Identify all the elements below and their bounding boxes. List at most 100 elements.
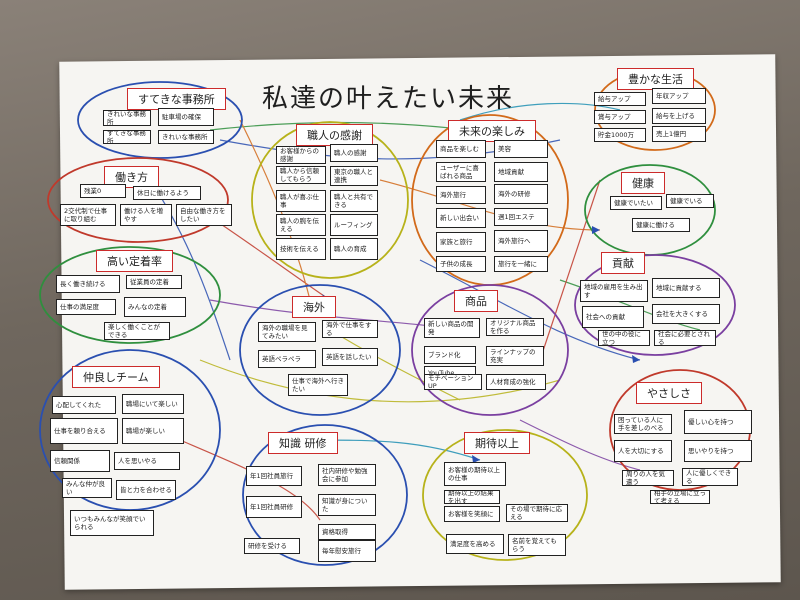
theme-label: 海外 — [292, 296, 336, 318]
sticky-note: 皆と力を合わせる — [116, 480, 176, 500]
sticky-note: 信頼関係 — [50, 450, 110, 472]
sticky-note: 美容 — [494, 140, 548, 158]
theme-label: すてきな事務所 — [127, 88, 226, 110]
theme-label: 貢献 — [601, 252, 645, 274]
theme-label: 未来の楽しみ — [448, 120, 536, 142]
sticky-note: 資格取得 — [318, 524, 376, 540]
sticky-note: 研修を受ける — [244, 538, 300, 554]
sticky-note: 地域の雇用を生み出す — [580, 280, 648, 302]
sticky-note: 貯金1000万 — [594, 128, 646, 142]
sticky-note: 年1回社員旅行 — [246, 466, 302, 486]
sticky-note: 賞与アップ — [594, 110, 646, 124]
sticky-note: 海外で仕事をする — [322, 320, 378, 338]
sticky-note: 思いやりを持つ — [684, 440, 752, 462]
sticky-note: 職人の腕を伝える — [276, 214, 326, 236]
sticky-note: 年収アップ — [652, 88, 706, 104]
sticky-note: 職場にいて楽しい — [122, 394, 184, 414]
sticky-note: 満足度を高める — [446, 534, 504, 554]
sticky-note: 会社を大きくする — [652, 304, 720, 324]
sticky-note: ユーザーに喜ばれる商品 — [436, 162, 486, 182]
sticky-note: 海外の研修 — [494, 184, 548, 204]
sticky-note: 優しい心を持つ — [684, 410, 752, 434]
sticky-note: 給与アップ — [594, 92, 646, 106]
sticky-note: 周りの人を気遣う — [622, 470, 674, 486]
sticky-note: 2交代制で仕事に取り組む — [60, 204, 116, 226]
sticky-note: 海外旅行へ — [494, 230, 548, 252]
theme-label: やさしさ — [636, 382, 702, 404]
sticky-note: 商品を楽しむ — [436, 140, 486, 158]
sticky-note: ラインナップの充実 — [486, 346, 544, 366]
sticky-note: いつもみんなが笑顔でいられる — [70, 510, 154, 536]
sticky-note: 社内研修や勉強会に参加 — [318, 464, 376, 486]
sticky-note: 健康に働ける — [632, 218, 690, 232]
sticky-note: 自由な働き方をしたい — [176, 204, 232, 226]
sticky-note: 旅行を一緒に — [494, 256, 548, 272]
theme-label: 健康 — [621, 172, 665, 194]
sticky-note: お客様からの感謝 — [276, 146, 326, 164]
sticky-note: 名前を覚えてもらう — [508, 534, 566, 556]
sticky-note: 職人と共有できる — [330, 190, 378, 212]
sticky-note: 職人から信頼してもらう — [276, 166, 326, 184]
sticky-note: 新しい出会い — [436, 208, 486, 228]
sticky-note: 海外の職場を見てみたい — [258, 322, 316, 342]
sticky-note: 困っている人に手を差しのべる — [614, 414, 672, 434]
sticky-note: 健康でいたい — [610, 196, 662, 210]
sticky-note: 残業0 — [80, 184, 126, 198]
sticky-note: 休日に働けるよう — [133, 186, 201, 200]
theme-label: 職人の感謝 — [296, 124, 373, 146]
sticky-note: 仕事で海外へ行きたい — [288, 374, 348, 396]
sticky-note: 新しい商品の開発 — [424, 318, 480, 338]
sticky-note: 年1回社員研修 — [246, 496, 302, 518]
theme-label: 高い定着率 — [96, 250, 173, 272]
sticky-note: 週1回エステ — [494, 208, 548, 226]
sticky-note: 相手の立場に立って考える — [650, 490, 710, 504]
sticky-note: 人を思いやる — [114, 452, 180, 470]
sticky-note: 英語を話したい — [322, 348, 378, 366]
sticky-note: お客様を笑顔に — [444, 506, 500, 522]
theme-label: 豊かな生活 — [617, 68, 694, 90]
sticky-note: きれいな事務所 — [158, 130, 214, 144]
sticky-note: 期待以上の結果を出す — [444, 490, 500, 504]
sticky-note: 仕事の満足度 — [56, 299, 116, 315]
sticky-note: その場で期待に応える — [506, 504, 568, 522]
sticky-note: みんな仲が良い — [62, 478, 112, 498]
sticky-note: 職人が喜ぶ仕事 — [276, 190, 326, 212]
sticky-note: 家族と旅行 — [436, 232, 486, 252]
sticky-note: 東京の職人と連携 — [330, 166, 378, 186]
sticky-note: 売上1億円 — [652, 126, 706, 142]
theme-label: 働き方 — [104, 166, 159, 188]
sticky-note: すてきな事務所 — [103, 130, 151, 144]
sticky-note: 人材育成の強化 — [486, 374, 546, 390]
sticky-note: 楽しく働くことができる — [104, 322, 170, 340]
sticky-note: 仕事を頼り合える — [50, 418, 118, 444]
sticky-note: 給与を上げる — [652, 108, 706, 124]
sticky-note: 人に優しくできる — [682, 468, 738, 486]
sticky-note: 知識が身についた — [318, 494, 376, 516]
sticky-note: 子供の成長 — [436, 256, 486, 272]
sticky-note: 従業員の定着 — [126, 275, 182, 289]
sticky-note: 駐車場の確保 — [158, 108, 214, 126]
sticky-note: みんなの定着 — [124, 297, 186, 317]
sticky-note: 職人の感謝 — [330, 144, 378, 162]
sticky-note: 社会に必要とされる — [654, 330, 716, 346]
theme-label: 期待以上 — [464, 432, 530, 454]
sticky-note: きれいな事務所 — [103, 110, 151, 126]
sticky-note: 職人の育成 — [330, 238, 378, 260]
sticky-note: ブランド化 — [424, 346, 476, 364]
sticky-note: オリジナル商品を作る — [486, 318, 544, 336]
sticky-note: ルーフィング — [330, 214, 378, 236]
sticky-note: 働ける人を増やす — [120, 204, 172, 226]
poster-title: 私達の叶えたい未来 — [262, 84, 515, 114]
sticky-note: 技術を伝える — [276, 238, 326, 260]
sticky-note: 社会への貢献 — [582, 306, 644, 328]
sticky-note: 英語ペラペラ — [258, 350, 316, 368]
sticky-note: モチベーションUP — [424, 374, 482, 390]
theme-label: 仲良しチーム — [72, 366, 160, 388]
sticky-note: 海外旅行 — [436, 186, 486, 204]
sticky-note: 心配してくれた — [52, 396, 116, 414]
sticky-note: 人を大切にする — [614, 440, 672, 462]
sticky-note: 毎年慰安旅行 — [318, 540, 376, 562]
sticky-note: 長く働き続ける — [56, 275, 120, 293]
sticky-note: 世の中の役に立つ — [598, 330, 650, 346]
sticky-note: 職場が楽しい — [122, 418, 184, 444]
